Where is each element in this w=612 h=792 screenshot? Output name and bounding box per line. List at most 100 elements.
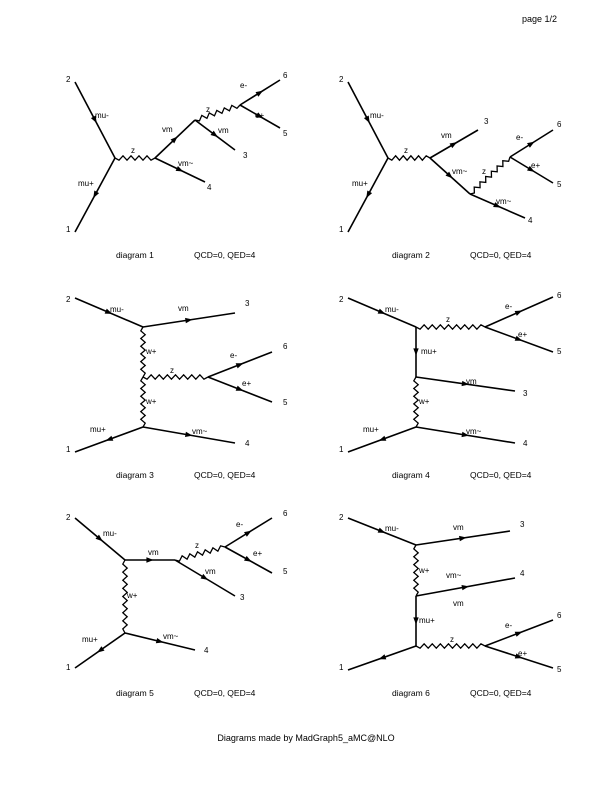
e-minus-arrow	[514, 310, 523, 316]
e-minus-arrow	[235, 363, 244, 369]
vm-internal-arrow	[146, 557, 154, 563]
mu-plus-arrow	[378, 435, 387, 441]
particle-label: e+	[242, 379, 251, 388]
particle-label: z	[131, 146, 135, 155]
particle-label: 6	[283, 71, 288, 80]
particle-label: vm~	[163, 632, 179, 641]
mu-plus-arrow	[366, 190, 373, 199]
page-number: page 1/2	[522, 14, 558, 24]
particle-label: w+	[126, 591, 138, 600]
particle-label: 1	[339, 663, 344, 672]
particle-label: mu-	[95, 111, 109, 120]
particle-label: 2	[339, 75, 344, 84]
particle-label: e+	[518, 649, 527, 658]
particle-label: 6	[557, 611, 562, 620]
particle-label: mu-	[385, 305, 399, 314]
vm-bar-arrow	[155, 638, 164, 644]
particle-label: e+	[255, 111, 264, 120]
e-plus-arrow	[514, 653, 523, 659]
particle-label: mu+	[421, 347, 437, 356]
particle-label: 6	[557, 291, 562, 300]
particle-label: 5	[557, 180, 562, 189]
mu-minus-arrow	[104, 308, 113, 314]
diagram-caption: diagram 4	[392, 470, 430, 480]
particle-label: vm	[466, 377, 477, 386]
particle-label: mu-	[370, 111, 384, 120]
particle-label: mu+	[78, 179, 94, 188]
particle-label: vm~	[178, 159, 194, 168]
particle-label: 5	[283, 567, 288, 576]
particle-label: 4	[245, 439, 250, 448]
particle-label: 4	[523, 439, 528, 448]
mu-minus-arrow	[377, 308, 386, 314]
particle-label: 3	[240, 593, 245, 602]
diagram-caption: diagram 1	[116, 250, 154, 260]
particle-label: e-	[236, 520, 243, 529]
coupling-order: QCD=0, QED=4	[194, 250, 256, 260]
particle-label: 6	[557, 120, 562, 129]
mu-minus-arrow	[95, 534, 103, 542]
z-propagator-line	[415, 642, 486, 650]
particle-label: w+	[418, 566, 430, 575]
particle-label: 2	[66, 513, 71, 522]
diagram-caption: diagram 5	[116, 688, 154, 698]
vm-internal-arrow	[445, 171, 453, 179]
mu-minus-arrow	[363, 115, 370, 124]
particle-label: 3	[243, 151, 248, 160]
z-propagator-line	[142, 373, 209, 381]
particle-label: e+	[253, 549, 262, 558]
particle-label: vm~	[446, 571, 462, 580]
footer-credit: Diagrams made by MadGraph5_aMC@NLO	[217, 733, 395, 743]
particle-label: 3	[520, 520, 525, 529]
particle-label: 2	[339, 295, 344, 304]
mu-plus-arrow	[378, 654, 387, 660]
coupling-order: QCD=0, QED=4	[194, 470, 256, 480]
particle-label: e+	[518, 330, 527, 339]
particle-label: z	[446, 315, 450, 324]
particle-label: e-	[230, 351, 237, 360]
particle-label: w+	[145, 347, 157, 356]
particle-label: 2	[66, 75, 71, 84]
e-plus-arrow	[235, 385, 244, 391]
diagram-caption: diagram 6	[392, 688, 430, 698]
vm-bar-arrow	[493, 202, 501, 208]
mu-internal-arrow	[413, 348, 419, 356]
w-propagator-line	[412, 544, 420, 597]
vm-bar-arrow	[461, 584, 470, 591]
particle-label: e+	[531, 161, 540, 170]
particle-label: z	[482, 167, 486, 176]
particle-label: 2	[66, 295, 71, 304]
e-plus-arrow	[527, 165, 535, 172]
particle-label: mu+	[90, 425, 106, 434]
particle-label: mu-	[110, 305, 124, 314]
w-upper-line	[139, 326, 147, 378]
particle-label: e-	[516, 133, 523, 142]
particle-label: mu-	[103, 529, 117, 538]
z-propagator-line	[387, 154, 431, 162]
particle-label: vm	[453, 599, 464, 608]
particle-label: 1	[66, 663, 71, 672]
mu-plus-arrow	[97, 646, 105, 653]
e-minus-arrow	[255, 90, 264, 97]
particle-label: mu+	[82, 635, 98, 644]
coupling-order: QCD=0, QED=4	[470, 250, 532, 260]
particle-label: z	[170, 366, 174, 375]
particle-label: vm	[441, 131, 452, 140]
mu-plus-arrow	[105, 435, 114, 441]
particle-label: 3	[245, 299, 250, 308]
w-lower-line	[139, 376, 147, 428]
particle-label: 1	[66, 445, 71, 454]
w-propagator-line	[412, 376, 420, 428]
particle-label: vm	[162, 125, 173, 134]
particle-label: e-	[505, 302, 512, 311]
mu-minus-arrow	[90, 115, 97, 124]
coupling-order: QCD=0, QED=4	[194, 688, 256, 698]
particle-label: vm	[178, 304, 189, 313]
particle-label: w+	[145, 397, 157, 406]
particle-label: 4	[207, 183, 212, 192]
particle-label: vm~	[452, 167, 468, 176]
particle-label: 4	[528, 216, 533, 225]
diagram-caption: diagram 2	[392, 250, 430, 260]
